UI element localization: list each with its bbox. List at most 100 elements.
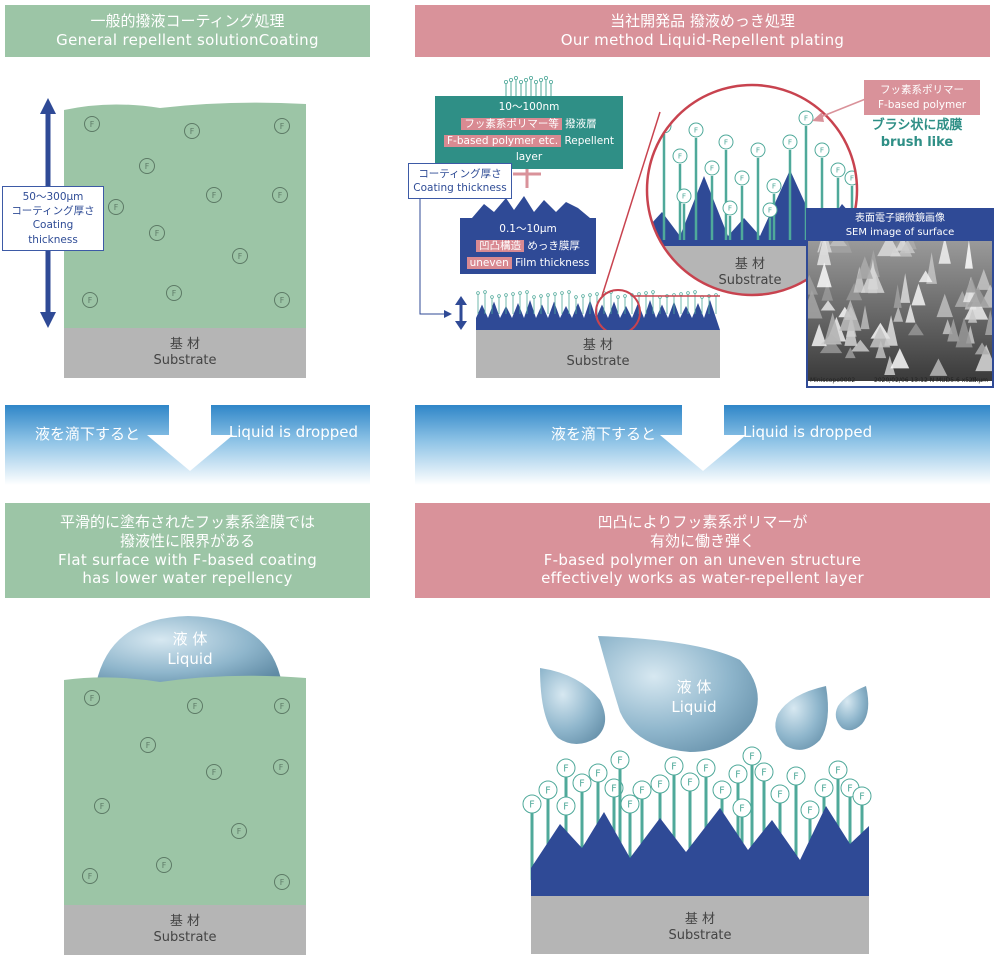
film-thickness-value: 0.1〜10μm <box>499 223 557 235</box>
repellent-layer-icon <box>503 76 554 96</box>
left-header: 一般的撥液コーティング処理 General repellent solution… <box>5 5 370 57</box>
svg-text:F: F <box>145 162 150 171</box>
f-marker-icon: F <box>231 823 247 839</box>
sem-footer-right: 20 μm <box>968 377 988 384</box>
right-result-jp1: 凹凸によりフッ素系ポリマーが <box>597 513 808 531</box>
f-marker-icon: F <box>830 162 846 178</box>
right-result-box: 凹凸によりフッ素系ポリマーが 有効に働き弾く F-based polymer o… <box>415 503 990 598</box>
thickness-arrow-bottom <box>40 312 56 328</box>
film-thickness-jp-highlight: 凹凸構造 <box>476 239 525 252</box>
svg-text:F: F <box>850 174 854 183</box>
svg-text:F: F <box>88 296 93 305</box>
f-marker-icon: F <box>522 794 542 814</box>
substrate-en: Substrate <box>566 354 630 369</box>
f-marker-icon: F <box>786 766 806 786</box>
right-result-en2: effectively works as water-repellent lay… <box>541 569 864 588</box>
left-coating-layer <box>64 102 306 329</box>
f-marker-icon: F <box>149 225 165 241</box>
f-marker-icon: F <box>84 116 100 132</box>
svg-text:F: F <box>193 702 198 711</box>
f-marker-icon: F <box>814 142 830 158</box>
f-marker-icon: F <box>187 698 203 714</box>
left-liquid-label: 液 体 Liquid <box>150 630 230 669</box>
f-marker-icon: F <box>754 762 774 782</box>
sem-image-panel: 表面電子顕微鏡画像 SEM image of surface Miniscope… <box>806 208 994 388</box>
svg-text:F: F <box>190 127 195 136</box>
svg-text:F: F <box>710 164 714 173</box>
repellent-layer-en-highlight: F-based polymer etc. <box>444 134 562 147</box>
film-box-spikes <box>472 196 590 218</box>
svg-text:F: F <box>114 203 119 212</box>
film-thickness-en-highlight: uneven <box>466 256 512 269</box>
svg-text:F: F <box>859 791 864 802</box>
f-marker-icon: F <box>232 248 248 264</box>
sem-title-jp: 表面電子顕微鏡画像 <box>855 213 945 224</box>
substrate-jp: 基 材 <box>734 256 766 272</box>
polymer-callout-arrow <box>817 97 869 119</box>
f-marker-icon: F <box>718 134 734 150</box>
right-header-en: Our method Liquid-Repellent plating <box>560 31 845 49</box>
liquid-en: Liquid <box>167 649 213 668</box>
svg-text:F: F <box>545 785 550 796</box>
f-marker-icon: F <box>680 772 700 792</box>
left-result-jp1: 平滑的に塗布されたフッ素系塗膜では <box>59 513 315 531</box>
f-marker-icon: F <box>84 690 100 706</box>
f-marker-icon: F <box>572 773 592 793</box>
right-substrate-top: 基 材 Substrate <box>476 330 720 378</box>
thickness-arrow-top <box>40 98 56 114</box>
film-thickness-en-rest: Film thickness <box>515 256 590 269</box>
svg-text:F: F <box>694 126 698 135</box>
f-marker-icon: F <box>273 759 289 775</box>
f-marker-icon: F <box>828 760 848 780</box>
right-coating-label: コーティング厚さ Coating thickness <box>408 163 512 200</box>
right-coating-label-jp: コーティング厚さ <box>418 168 502 180</box>
magnifier-circle <box>645 83 859 297</box>
repellent-layer-en: F-based polymer etc. Repellent layer <box>441 133 617 167</box>
left-header-en: General repellent solutionCoating <box>56 31 319 49</box>
right-result-jp2: 有効に働き弾く <box>649 531 755 550</box>
sem-footer-mid: 2020/02/06 13:12 N MUD5.6 x5.0k <box>874 377 979 384</box>
right-substrate-bottom: 基 材 Substrate <box>531 904 869 952</box>
svg-text:F: F <box>756 146 760 155</box>
svg-text:F: F <box>90 694 95 703</box>
left-coating-label-jp: コーティング厚さ <box>11 205 95 218</box>
svg-text:F: F <box>820 146 824 155</box>
left-coating-label-en: Coating thickness <box>28 219 78 246</box>
svg-text:F: F <box>100 802 105 811</box>
right-down-arrow-icon <box>660 405 746 471</box>
polymer-callout-en: F-based polymer <box>877 98 967 111</box>
film-thickness-jp-rest: めっき膜厚 <box>527 239 580 252</box>
svg-text:F: F <box>740 174 744 183</box>
svg-text:F: F <box>847 783 852 794</box>
repellent-layer-en-rest: Repellent layer <box>515 134 614 164</box>
brush-like-label: ブラシ状に成膜 brush like <box>862 118 972 152</box>
film-thickness-jp: 凹凸構造 めっき膜厚 <box>466 238 590 255</box>
f-marker-icon: F <box>140 737 156 753</box>
left-result-en1: Flat surface with F-based coating <box>57 550 318 569</box>
left-result-en2: has lower water repellency <box>82 569 293 588</box>
svg-text:F: F <box>682 192 686 201</box>
svg-text:F: F <box>703 763 708 774</box>
svg-text:F: F <box>836 166 840 175</box>
f-marker-icon: F <box>206 764 222 780</box>
svg-text:F: F <box>579 778 584 789</box>
right-drop-jp: 液を滴下すると <box>551 425 657 443</box>
svg-text:F: F <box>724 138 728 147</box>
f-marker-icon: F <box>108 199 124 215</box>
f-marker-icon: F <box>814 778 834 798</box>
f-marker-icon: F <box>274 698 290 714</box>
f-marker-icon: F <box>742 746 762 766</box>
svg-text:F: F <box>280 702 285 711</box>
strip-brush-layer <box>476 290 718 314</box>
polymer-callout-jp: フッ素系ポリマー <box>880 84 964 96</box>
film-thickness-en: uneven Film thickness <box>466 255 590 272</box>
f-marker-icon: F <box>664 756 684 776</box>
f-marker-icon: F <box>274 874 290 890</box>
repellent-layer-jp-rest: 撥液層 <box>565 117 597 130</box>
left-down-arrow-icon <box>147 405 233 471</box>
sem-title-en: SEM image of surface <box>845 226 955 238</box>
svg-text:F: F <box>172 289 177 298</box>
liquid-en: Liquid <box>671 697 717 716</box>
